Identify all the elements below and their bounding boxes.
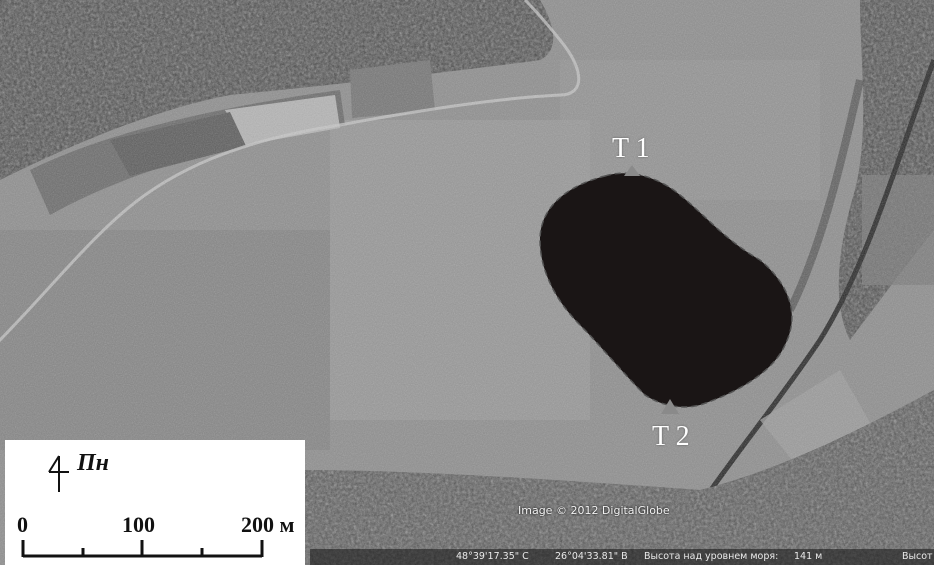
scale-legend: Пн 0 100 200 м	[5, 440, 305, 565]
marker-t2	[661, 399, 679, 414]
scale-tick-0: 0	[17, 512, 28, 537]
point-label-t2: T 2	[652, 421, 690, 452]
marker-t1	[624, 165, 640, 176]
north-arrow-icon	[48, 455, 69, 492]
elevation-label: Высота над уровнем моря:	[644, 551, 779, 562]
north-label: Пн	[77, 450, 109, 476]
longitude-readout: 26°04'33.81" В	[555, 551, 628, 562]
lake-polygon	[539, 172, 793, 408]
imagery-credit: Image © 2012 DigitalGlobe	[518, 504, 670, 517]
scale-tick-100: 100	[122, 512, 155, 537]
scale-bar	[21, 540, 264, 558]
status-extra: Высот	[902, 551, 933, 562]
scale-tick-200: 200 м	[241, 512, 295, 537]
elevation-value: 141 м	[794, 551, 823, 562]
status-bar: 48°39'17.35" С 26°04'33.81" В Высота над…	[310, 549, 934, 565]
latitude-readout: 48°39'17.35" С	[456, 551, 529, 562]
point-label-t1: T 1	[612, 133, 650, 164]
